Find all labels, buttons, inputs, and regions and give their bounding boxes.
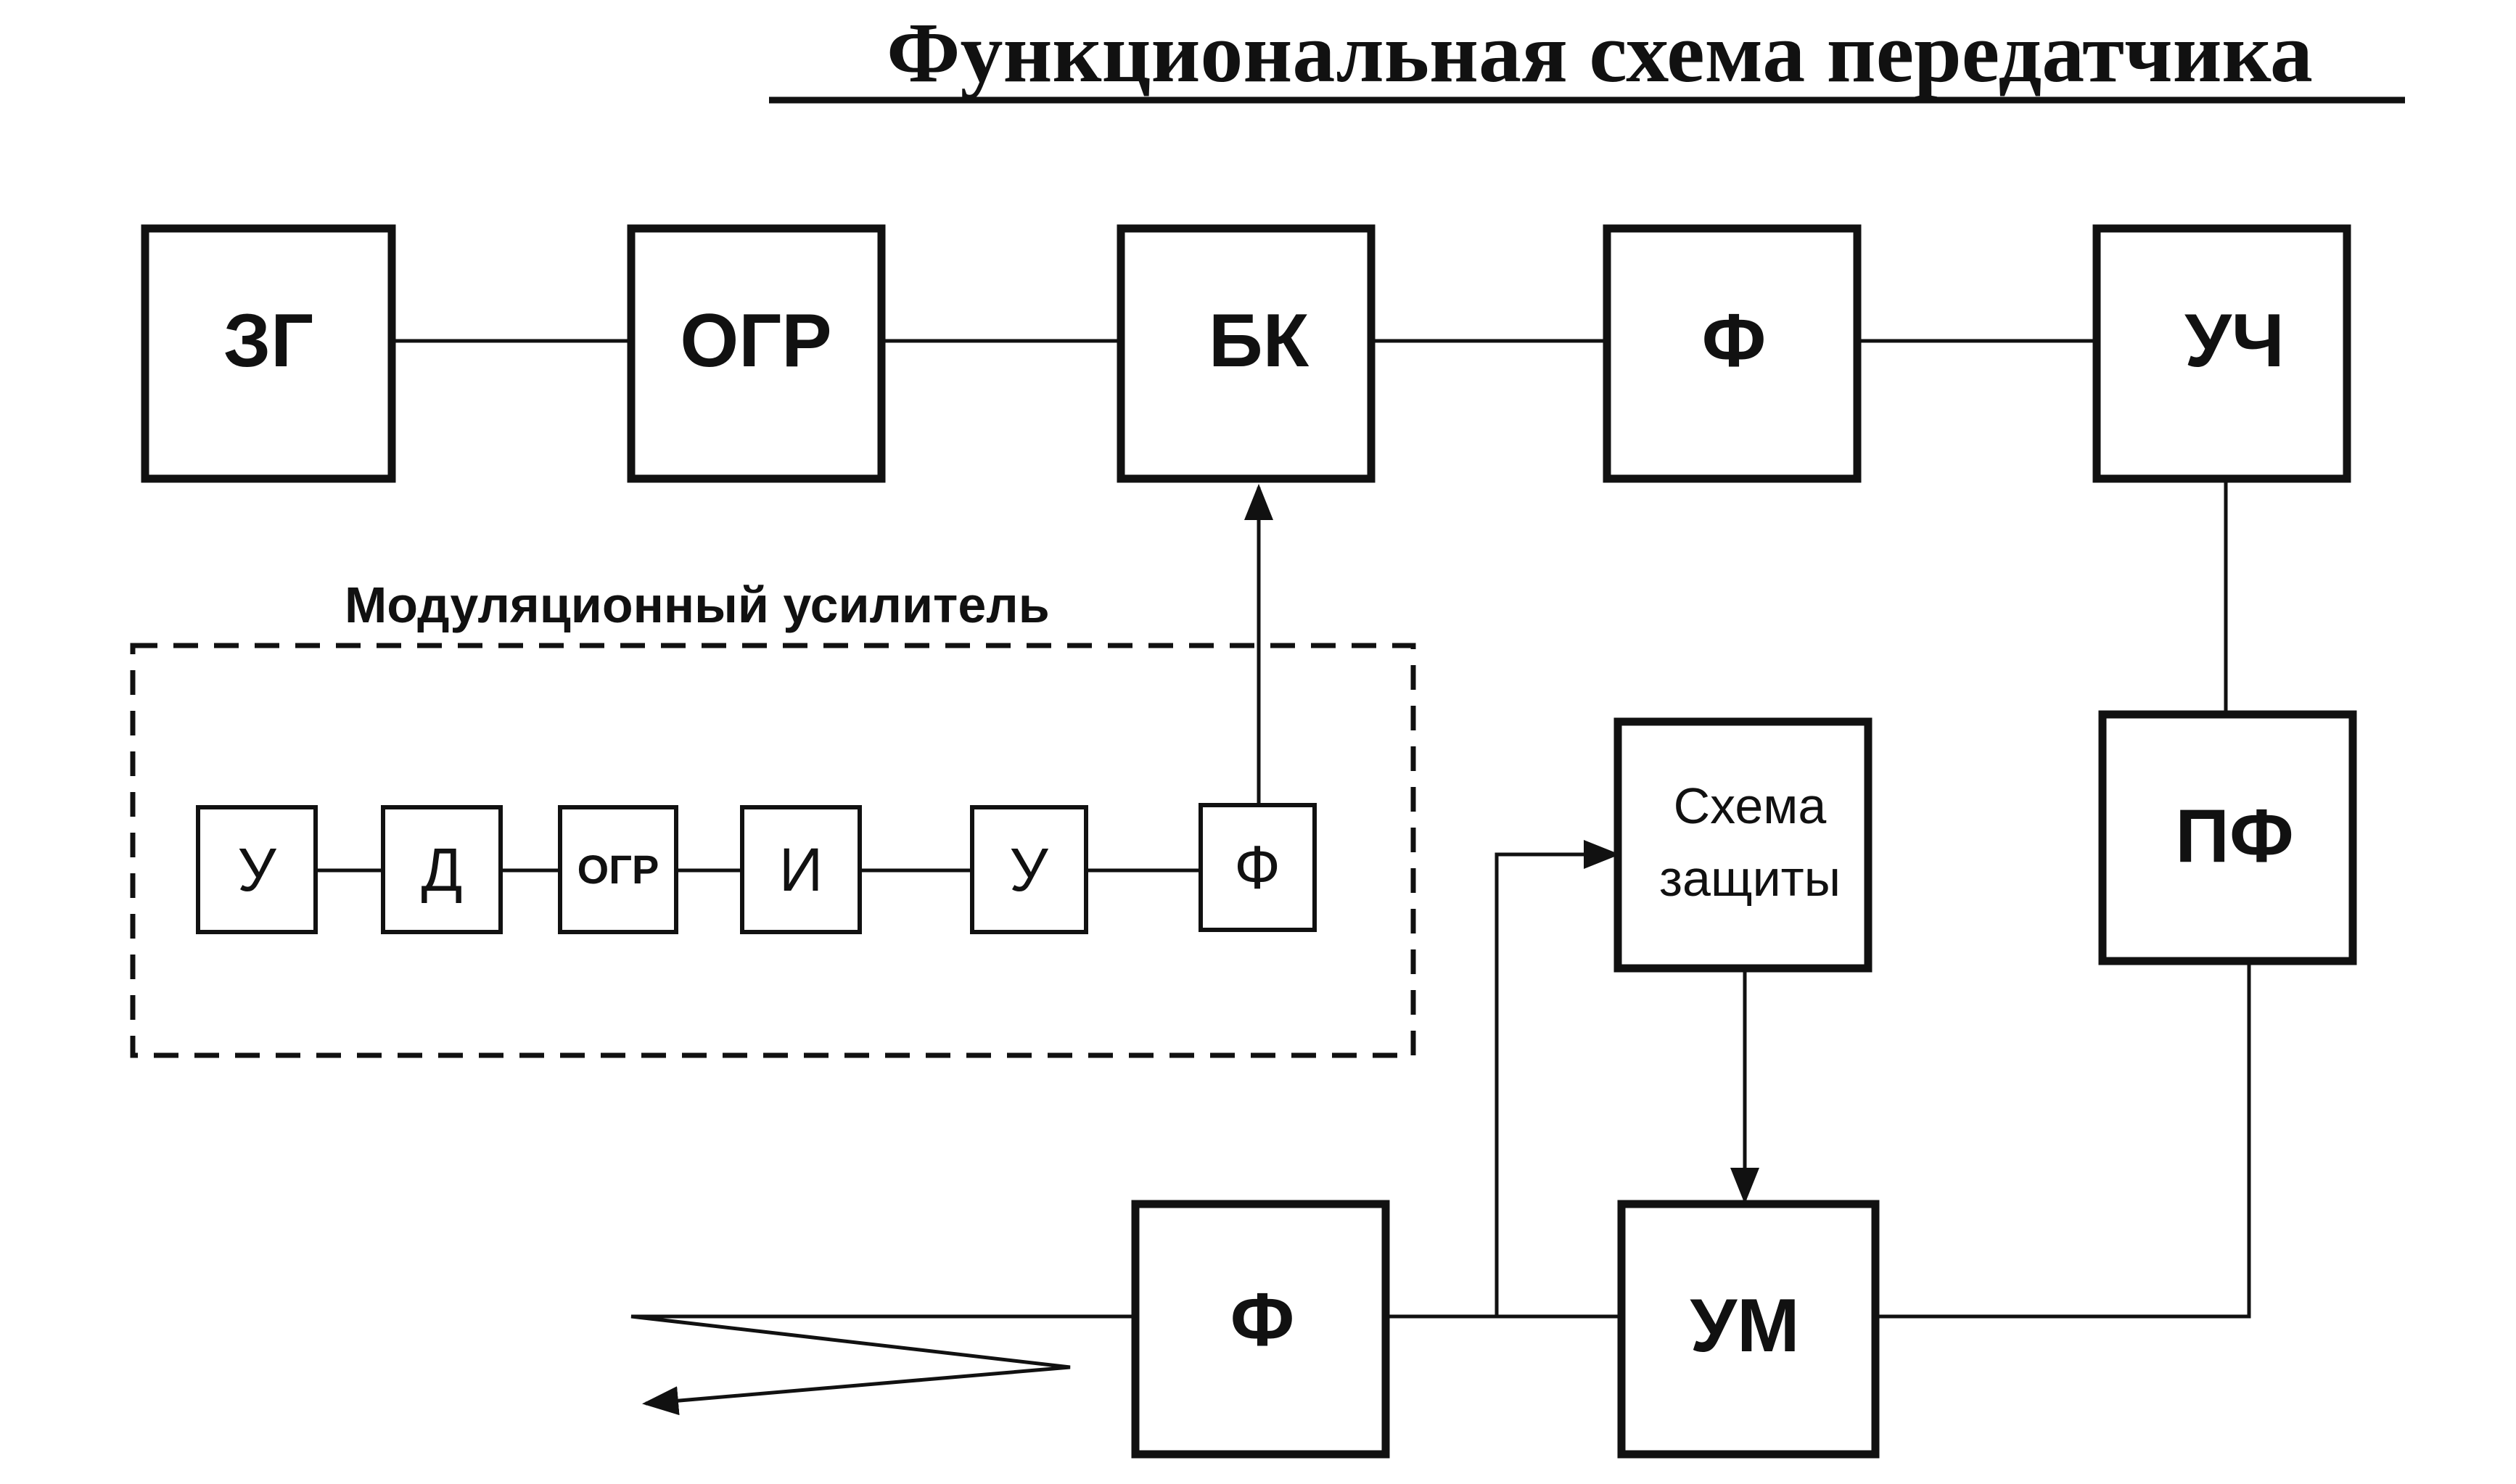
block-protection-line1: Схема xyxy=(1674,778,1827,834)
stage-ogr-label: ОГР xyxy=(577,846,659,892)
stage-u-2-label: У xyxy=(1009,836,1048,904)
stage-f: Ф xyxy=(1199,803,1317,932)
stage-d: Д xyxy=(381,805,503,934)
block-um-label: УМ xyxy=(1690,1284,1799,1368)
stage-i-label: И xyxy=(779,836,823,904)
block-zg-label: ЗГ xyxy=(223,299,313,383)
wire-pf-um xyxy=(1875,961,2251,1319)
page-title: Функциональная схема передатчика xyxy=(887,5,2313,100)
block-f-top: Ф xyxy=(1603,224,1862,483)
block-f-bottom: Ф xyxy=(1131,1200,1390,1459)
block-um: УМ xyxy=(1617,1200,1880,1459)
stage-i: И xyxy=(740,805,862,934)
stage-ogr: ОГР xyxy=(558,805,678,934)
modulation-amplifier-frame xyxy=(130,643,1416,1058)
block-bk-label: БК xyxy=(1209,299,1310,383)
block-f-top-label: Ф xyxy=(1702,299,1767,383)
block-uch-label: УЧ xyxy=(2184,299,2285,383)
stage-u-2: У xyxy=(970,805,1088,934)
stage-d-label: Д xyxy=(422,836,463,904)
block-f-bottom-label: Ф xyxy=(1230,1278,1295,1362)
block-ogr-label: ОГР xyxy=(680,299,831,383)
block-pf-label: ПФ xyxy=(2175,794,2294,878)
wire-feedback-protection xyxy=(1495,840,1620,1316)
block-protection-line2: защиты xyxy=(1659,850,1841,907)
block-pf: ПФ xyxy=(2098,710,2357,965)
block-ogr: ОГР xyxy=(627,224,886,483)
stage-f-label: Ф xyxy=(1234,833,1280,902)
block-bk: БК xyxy=(1117,224,1376,483)
modulation-amplifier-label: Модуляционный усилитель xyxy=(345,577,1050,633)
stage-u-1-label: У xyxy=(237,836,276,904)
block-uch: УЧ xyxy=(2092,224,2351,483)
stage-u-1: У xyxy=(196,805,318,934)
block-zg: ЗГ xyxy=(141,224,396,483)
wire-antenna xyxy=(630,1314,1135,1416)
block-protection: Схема защиты xyxy=(1613,717,1872,973)
